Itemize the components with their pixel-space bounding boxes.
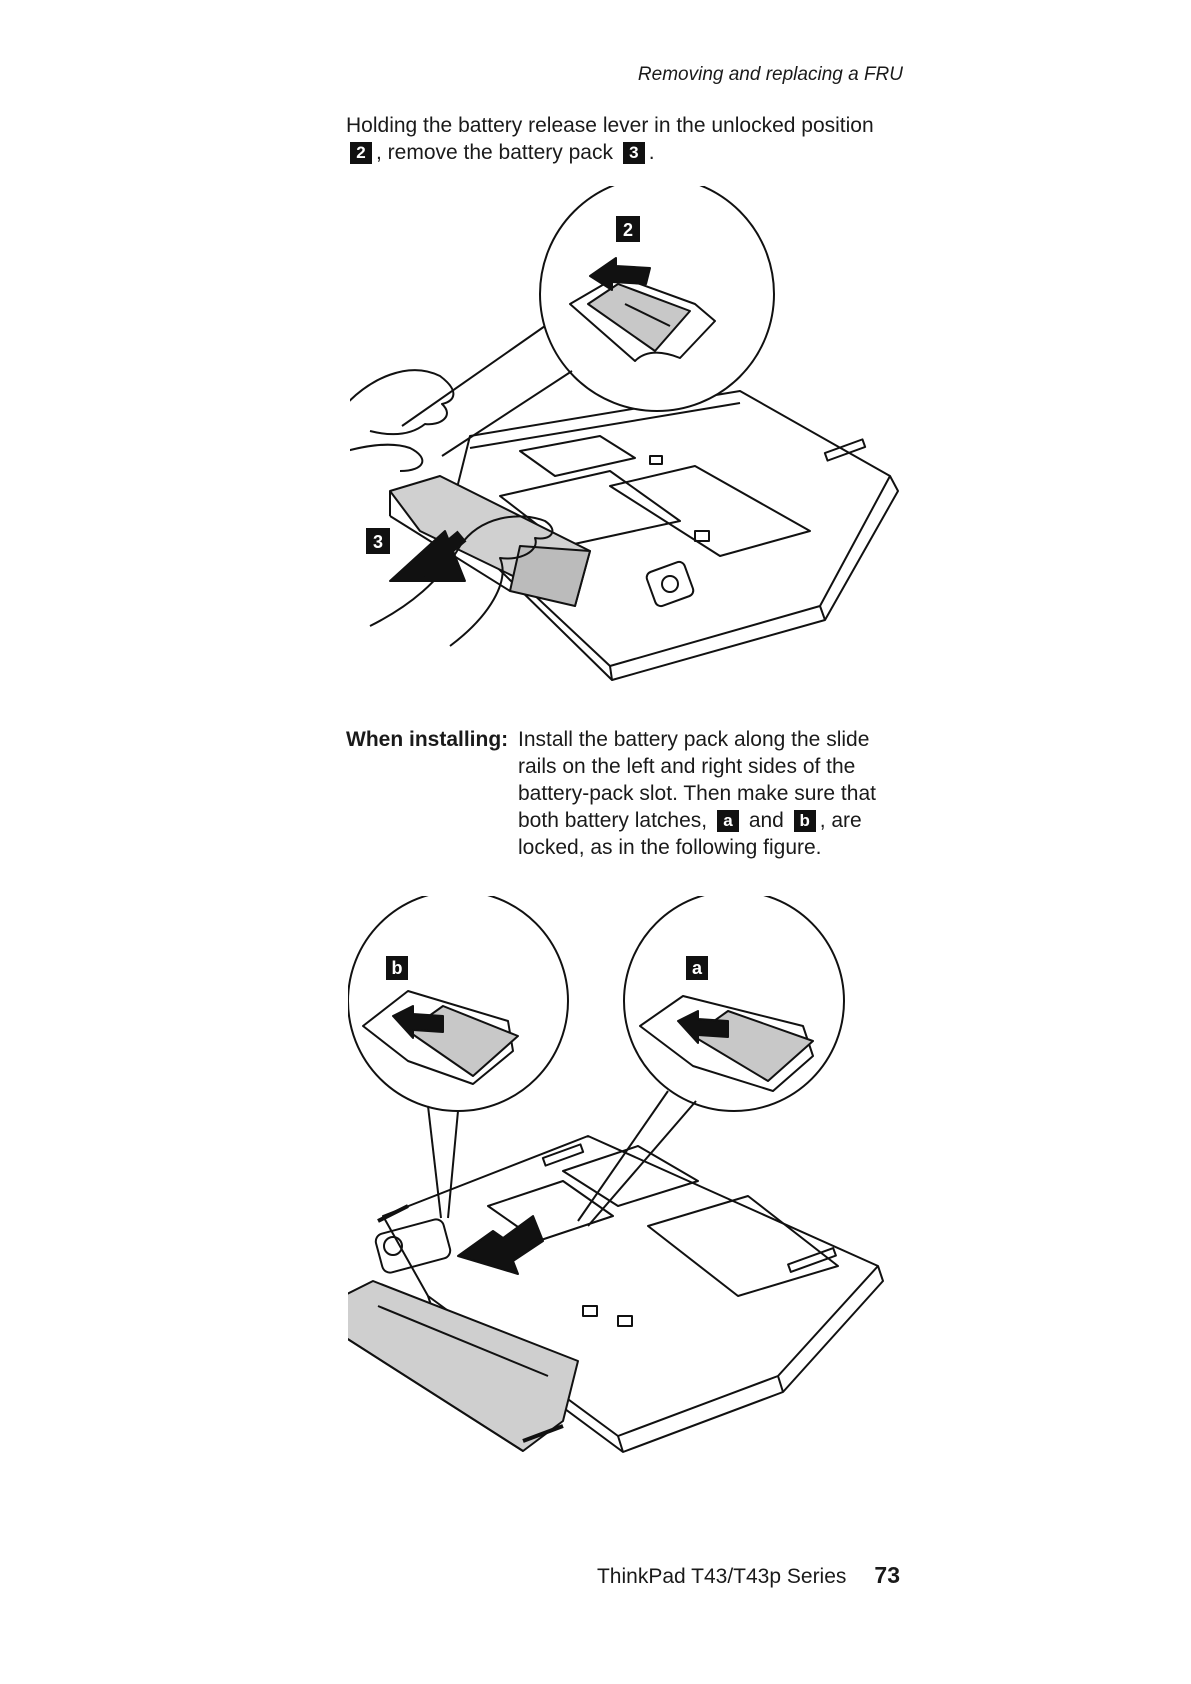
footer-series: ThinkPad T43/T43p Series <box>596 1565 847 1588</box>
page-footer: ThinkPad T43/T43p Series 73 <box>597 1562 900 1589</box>
callout-key-a: a <box>716 810 739 832</box>
running-header: Removing and replacing a FRU <box>637 64 903 85</box>
step-text-2: , remove the battery pack <box>376 141 613 164</box>
callout-key-b: b <box>793 810 816 832</box>
install-text-1: Install the battery pack along the slide… <box>518 728 876 832</box>
install-label: When installing: <box>346 728 509 751</box>
battery-install-figure: b a <box>348 896 884 1453</box>
callout-key-2: 2 <box>350 142 372 164</box>
figure1-callout-2: 2 <box>623 220 633 240</box>
figure2-callout-b: b <box>392 958 403 978</box>
battery-removal-figure: 2 3 <box>350 186 899 681</box>
install-text-3: , are locked, as in the following figure… <box>518 809 862 859</box>
callout-key-3: 3 <box>622 142 645 164</box>
figure1-callout-3: 3 <box>373 532 383 552</box>
step-text-3: . <box>648 141 655 164</box>
install-text-2: and <box>748 809 784 832</box>
step-instruction: Holding the battery release lever in the… <box>346 112 886 166</box>
install-text: Install the battery pack along the slide… <box>518 726 898 861</box>
figure2-callout-a: a <box>692 958 703 978</box>
page-number: 73 <box>874 1562 900 1588</box>
step-text-1: Holding the battery release lever in the… <box>346 114 874 137</box>
